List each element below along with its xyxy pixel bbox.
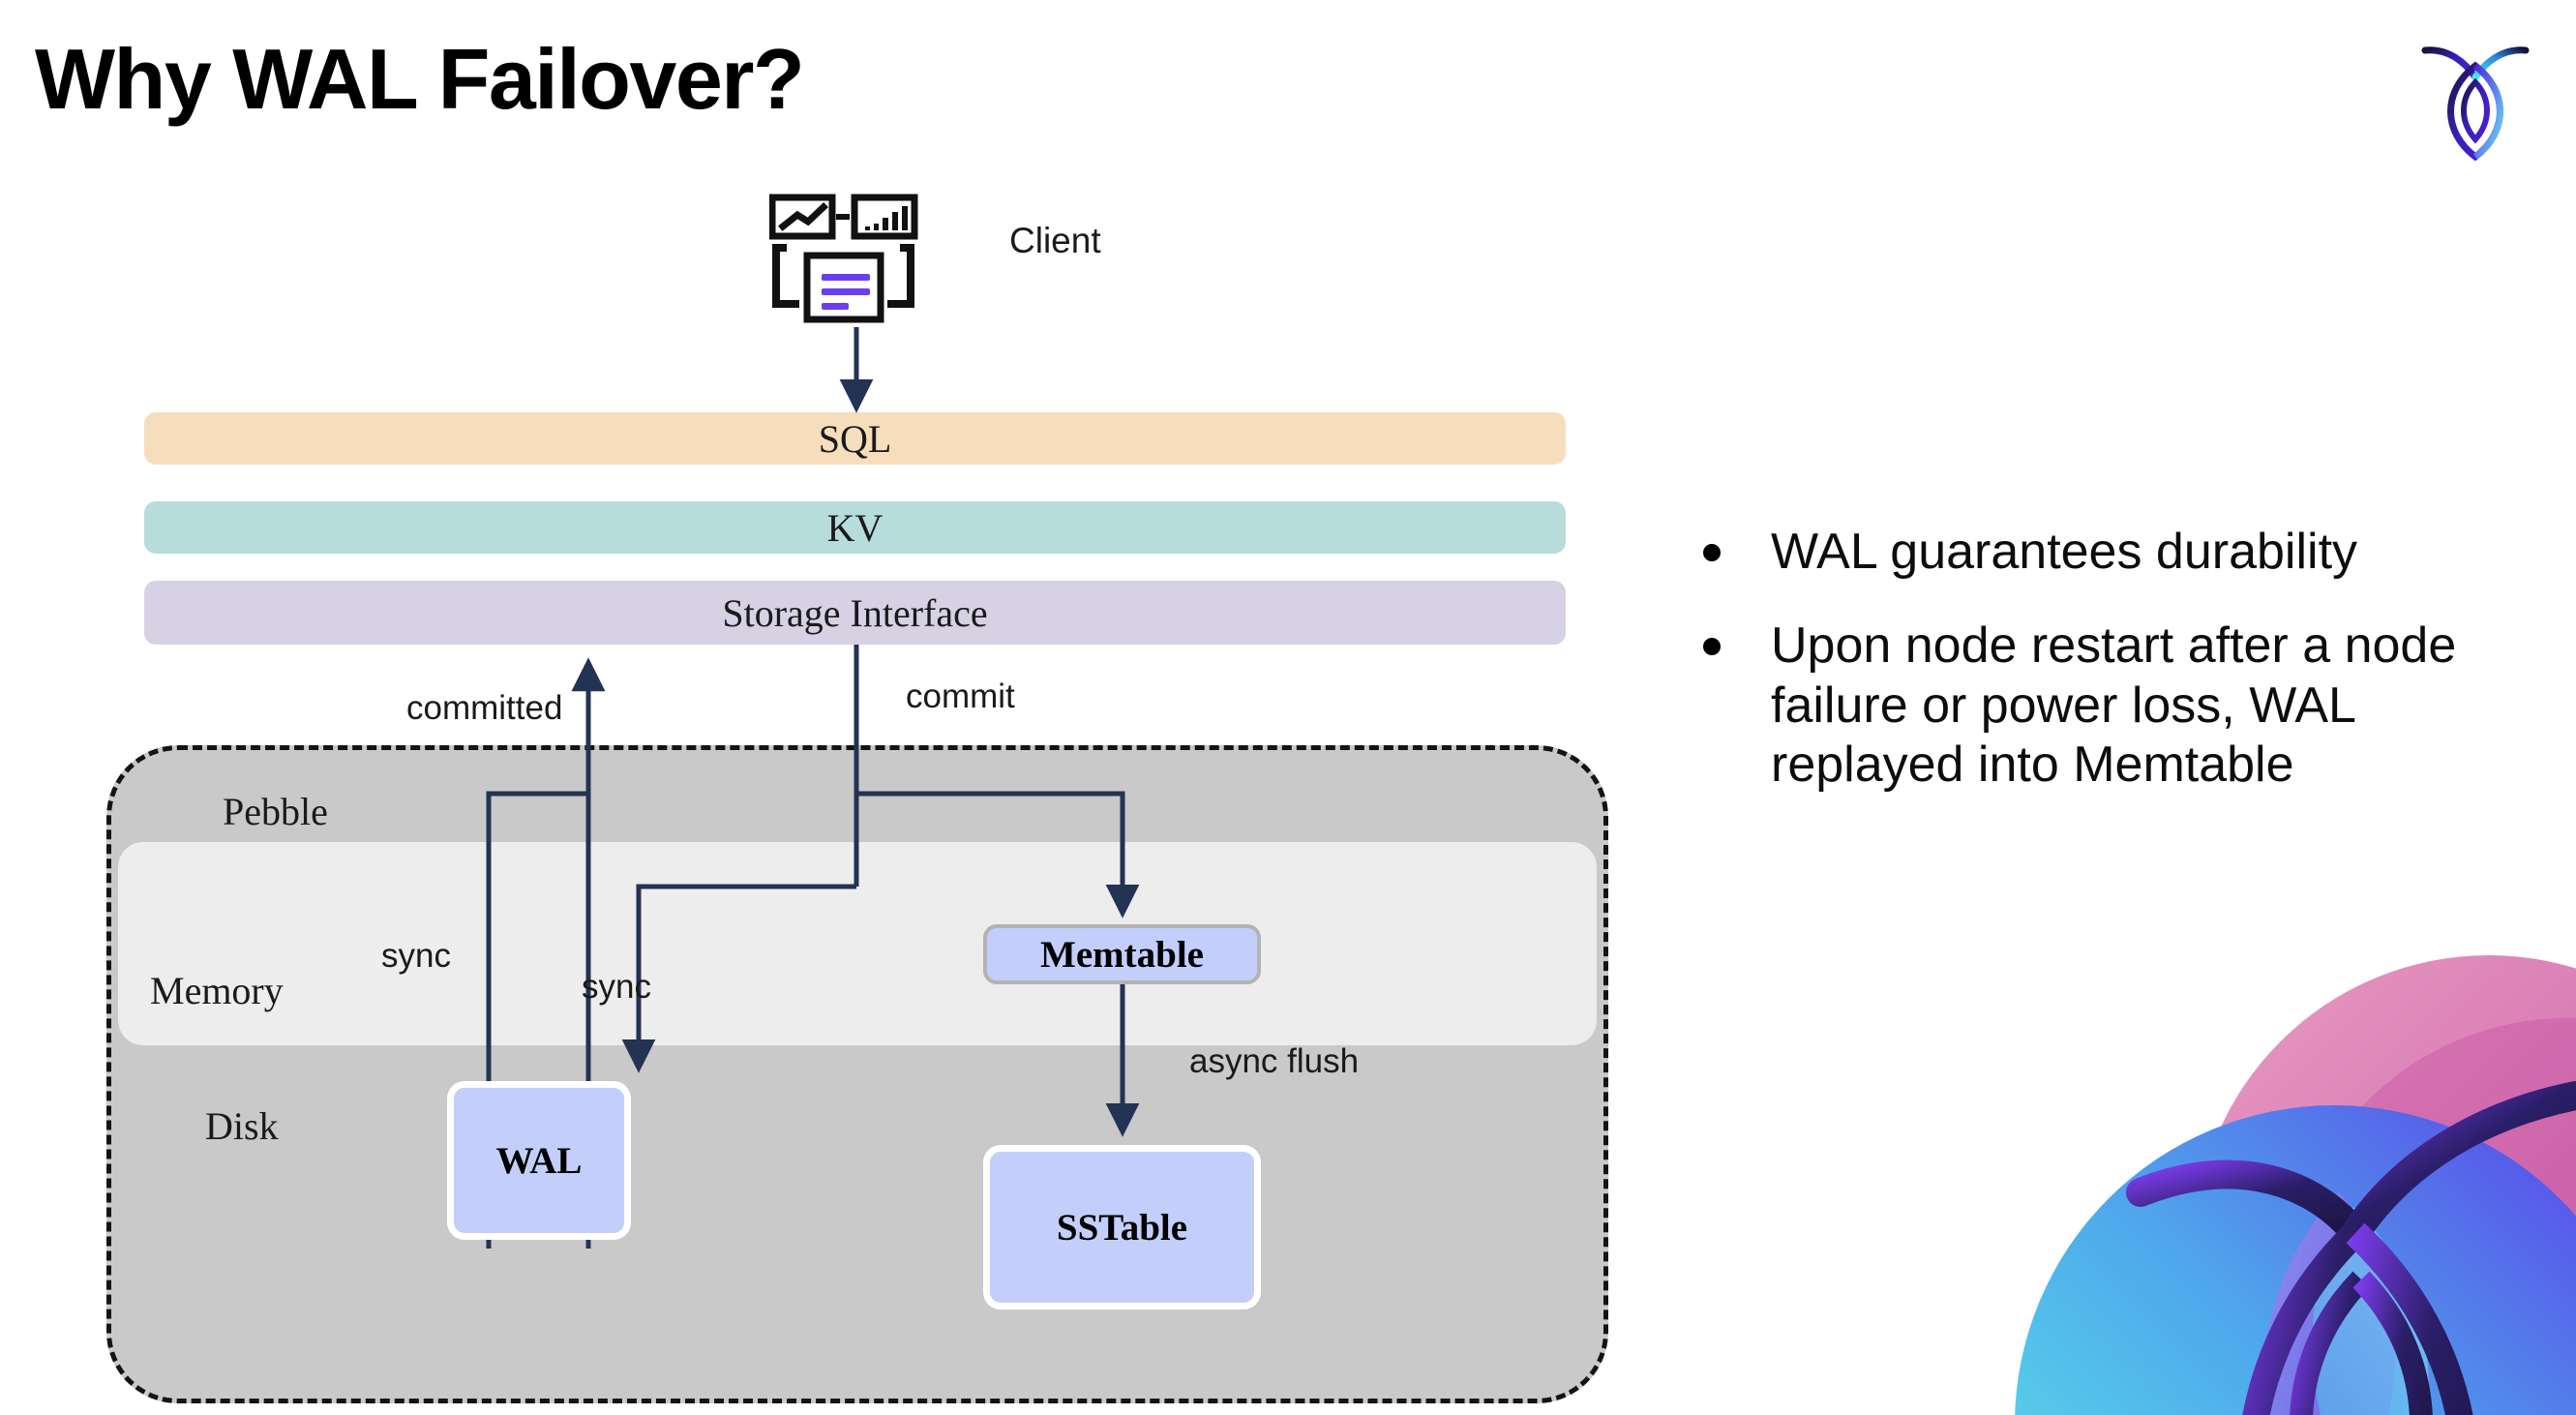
layer-label-kv: KV <box>826 505 884 550</box>
client-dashboard-icon <box>768 192 924 327</box>
cockroach-logo-icon <box>2417 39 2533 163</box>
layer-bar-kv: KV <box>144 501 1566 554</box>
disk-label: Disk <box>205 1104 279 1148</box>
layer-label-sql: SQL <box>818 416 892 461</box>
cockroach-watermark-icon <box>1899 873 2576 1415</box>
bullet-dot-icon <box>1703 638 1721 656</box>
edge-label-sync-left: sync <box>381 937 451 975</box>
bullet-list: WAL guarantees durability Upon node rest… <box>1703 523 2535 829</box>
layer-bar-storage-interface: Storage Interface <box>144 581 1566 645</box>
memory-region <box>118 842 1597 1045</box>
list-item: WAL guarantees durability <box>1703 523 2535 582</box>
memory-label: Memory <box>150 969 284 1012</box>
layer-bar-sql: SQL <box>144 412 1566 465</box>
pebble-label: Pebble <box>223 790 328 833</box>
node-wal: WAL <box>447 1081 631 1240</box>
node-memtable: Memtable <box>983 924 1261 984</box>
page-title: Why WAL Failover? <box>35 31 805 127</box>
edge-label-async-flush: async flush <box>1189 1042 1360 1080</box>
architecture-diagram: Client SQL KV Storage Interface Pebble M… <box>106 192 1608 1403</box>
bullet-dot-icon <box>1703 544 1721 561</box>
node-label-sstable: SSTable <box>1056 1206 1188 1249</box>
node-label-wal: WAL <box>495 1139 583 1182</box>
list-item: Upon node restart after a node failure o… <box>1703 617 2535 795</box>
edge-label-sync-right: sync <box>582 968 651 1006</box>
edge-label-committed: committed <box>406 689 563 727</box>
bullet-text: WAL guarantees durability <box>1771 524 2358 580</box>
edge-label-commit: commit <box>906 677 1015 715</box>
node-label-memtable: Memtable <box>1040 933 1204 976</box>
client-label: Client <box>1009 221 1101 260</box>
node-sstable: SSTable <box>983 1145 1261 1310</box>
layer-label-storage-interface: Storage Interface <box>722 590 988 635</box>
bullet-text: Upon node restart after a node failure o… <box>1771 617 2457 794</box>
